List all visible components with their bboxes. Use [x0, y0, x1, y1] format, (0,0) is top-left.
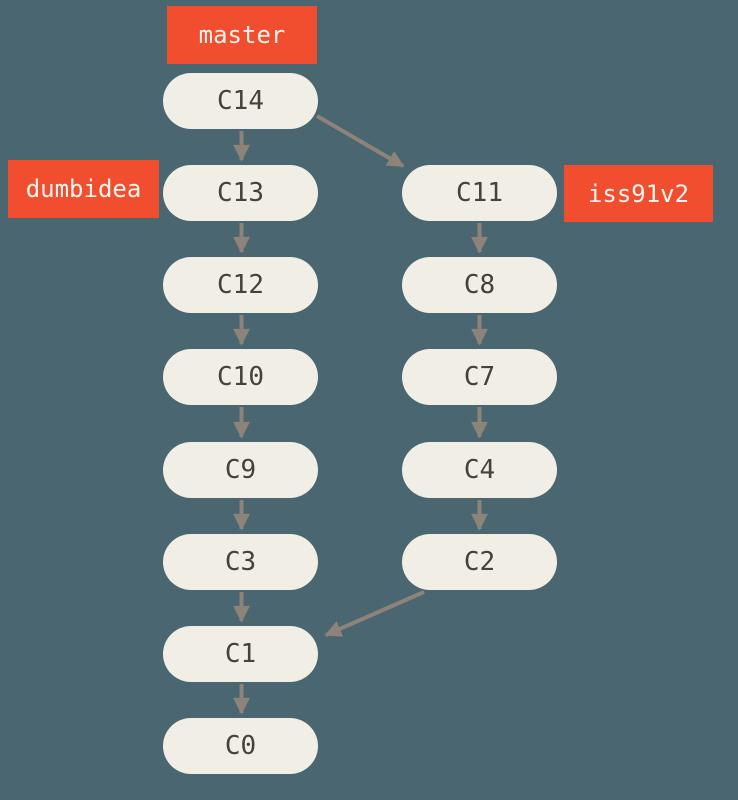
commit-node-c1: C1 [163, 626, 318, 682]
commit-node-c4: C4 [402, 442, 557, 498]
commit-label: C1 [224, 639, 257, 669]
commit-node-c9: C9 [163, 442, 318, 498]
commit-label: C13 [217, 178, 264, 208]
branch-label-text: dumbidea [25, 175, 142, 203]
commit-label: C11 [456, 178, 503, 208]
commit-node-c13: C13 [163, 165, 318, 221]
commit-node-c10: C10 [163, 349, 318, 405]
branch-label-master: master [167, 6, 317, 64]
commit-node-c0: C0 [163, 718, 318, 774]
commit-label: C2 [463, 547, 496, 577]
commit-label: C7 [463, 362, 496, 392]
commit-label: C12 [217, 270, 264, 300]
commit-node-c12: C12 [163, 257, 318, 313]
commit-node-c2: C2 [402, 534, 557, 590]
commit-node-c8: C8 [402, 257, 557, 313]
commit-node-c7: C7 [402, 349, 557, 405]
commit-label: C8 [463, 270, 496, 300]
commit-label: C3 [224, 547, 257, 577]
branch-label-text: iss91v2 [587, 179, 690, 208]
commit-label: C14 [217, 86, 264, 116]
branch-label-iss91v2: iss91v2 [564, 165, 713, 222]
commit-label: C9 [224, 455, 257, 485]
commit-label: C4 [463, 455, 496, 485]
commit-label: C0 [224, 731, 257, 761]
commit-node-c14: C14 [163, 73, 318, 129]
branch-label-dumbidea: dumbidea [8, 160, 159, 218]
edge-c14-c11 [315, 114, 405, 168]
commit-label: C10 [217, 362, 264, 392]
branch-label-text: master [198, 21, 286, 49]
commit-node-c3: C3 [163, 534, 318, 590]
commit-node-c11: C11 [402, 165, 557, 221]
edge-c2-c1 [324, 590, 425, 637]
